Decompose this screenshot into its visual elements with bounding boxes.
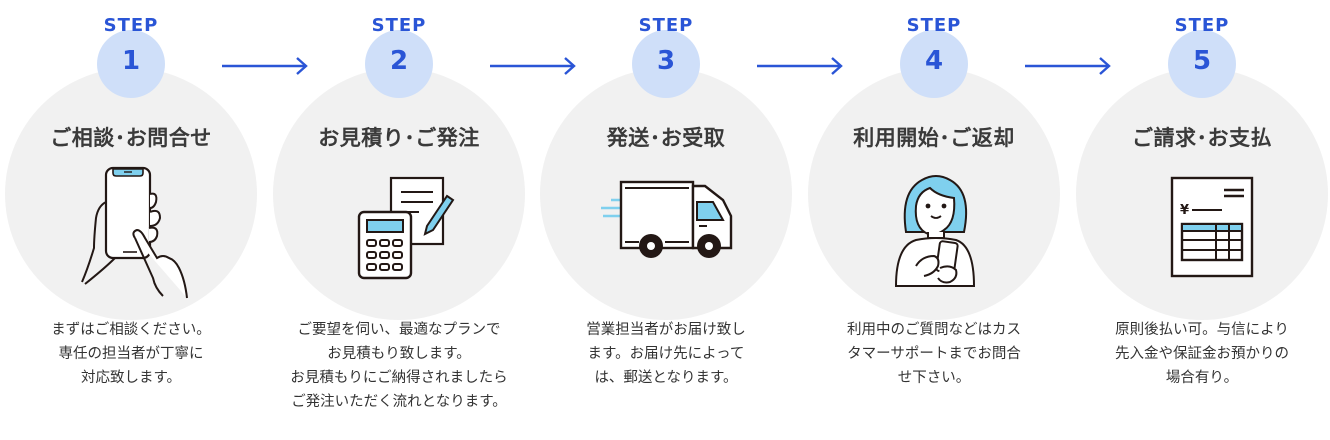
step-title: お見積り･ご発注 [318,126,480,150]
step-title: 利用開始･ご返却 [853,126,1015,150]
arrow-right-icon [757,57,843,75]
description-line: ご発注いただく流れとなります。 [291,394,507,410]
description-line: 専任の担当者が丁寧に [58,346,204,362]
description-line: 利用中のご質問などはカス [847,322,1021,338]
step-3: STEP 3 発送･お受取 営業担当者がお届け致し ます。お届け先によって は、… [532,0,800,440]
step-4: STEP 4 利用開始･ご返却 利用中のご質問などはカス タマーサポートまでお問… [800,0,1068,440]
step-description: 利用中のご質問などはカス タマーサポートまでお問合 せ下さい。 [800,318,1068,390]
calculator-document-icon [357,176,455,280]
step-number-circle [632,30,700,98]
step-label: STEP [1174,15,1230,36]
step-number-circle [900,30,968,98]
step-number: 1 [121,46,141,76]
step-2: STEP 2 お見積り･ご発注 ご要望を伺い、最適なプランで お見積もり致します… [265,0,533,440]
description-line: まずはご相談ください。 [51,322,211,338]
step-title: ご相談･お問合せ [50,126,212,150]
step-1: STEP 1 ご相談･お問合せ まずはご相談ください。 専任の担当者が丁寧に 対… [0,0,265,440]
description-line: せ下さい。 [897,370,971,386]
description-line: 対応致します。 [80,370,182,386]
step-label: STEP [906,15,962,36]
step-number-circle [97,30,165,98]
step-label: STEP [371,15,427,36]
step-label: STEP [638,15,694,36]
description-line: ご要望を伺い、最適なプランで [297,322,501,338]
arrow-right-icon [1025,57,1111,75]
invoice-icon: ¥ [1170,176,1254,278]
step-label: STEP [103,15,159,36]
step-description: 営業担当者がお届け致し ます。お届け先によって は、郵送となります。 [532,318,800,390]
description-line: 先入金や保証金お預かりの [1115,346,1289,362]
description-line: 原則後払い可。与信により [1115,322,1289,338]
description-line: 営業担当者がお届け致し [586,322,746,338]
arrow-right-icon [490,57,576,75]
description-line: タマーサポートまでお問合 [847,346,1021,362]
woman-smartphone-icon [894,175,976,287]
delivery-truck-icon [601,180,733,258]
smartphone-hand-icon [81,166,188,299]
step-description: ご要望を伺い、最適なプランで お見積もり致します。 お見積もりにご納得されました… [265,318,533,414]
description-line: は、郵送となります。 [594,370,738,386]
step-number: 2 [389,46,409,76]
step-title: 発送･お受取 [606,126,726,150]
step-number: 3 [656,46,676,76]
step-number: 4 [924,46,944,76]
svg-text:¥: ¥ [1180,203,1189,218]
step-number-circle [1168,30,1236,98]
description-line: お見積もりにご納得されましたら [290,370,508,386]
description-line: ます。お届け先によって [587,346,745,362]
step-title: ご請求･お支払 [1132,126,1272,150]
description-line: お見積もり致します。 [327,346,471,362]
arrow-right-icon [222,57,308,75]
description-line: 場合有り。 [1165,370,1239,386]
step-description: まずはご相談ください。 専任の担当者が丁寧に 対応致します。 [0,318,265,390]
step-number-circle [365,30,433,98]
step-number: 5 [1192,46,1212,76]
step-description: 原則後払い可。与信により 先入金や保証金お預かりの 場合有り。 [1068,318,1330,390]
step-5: STEP 5 ご請求･お支払 ¥ 原則後払い可。与信により 先入金や保証金お預か… [1068,0,1330,440]
